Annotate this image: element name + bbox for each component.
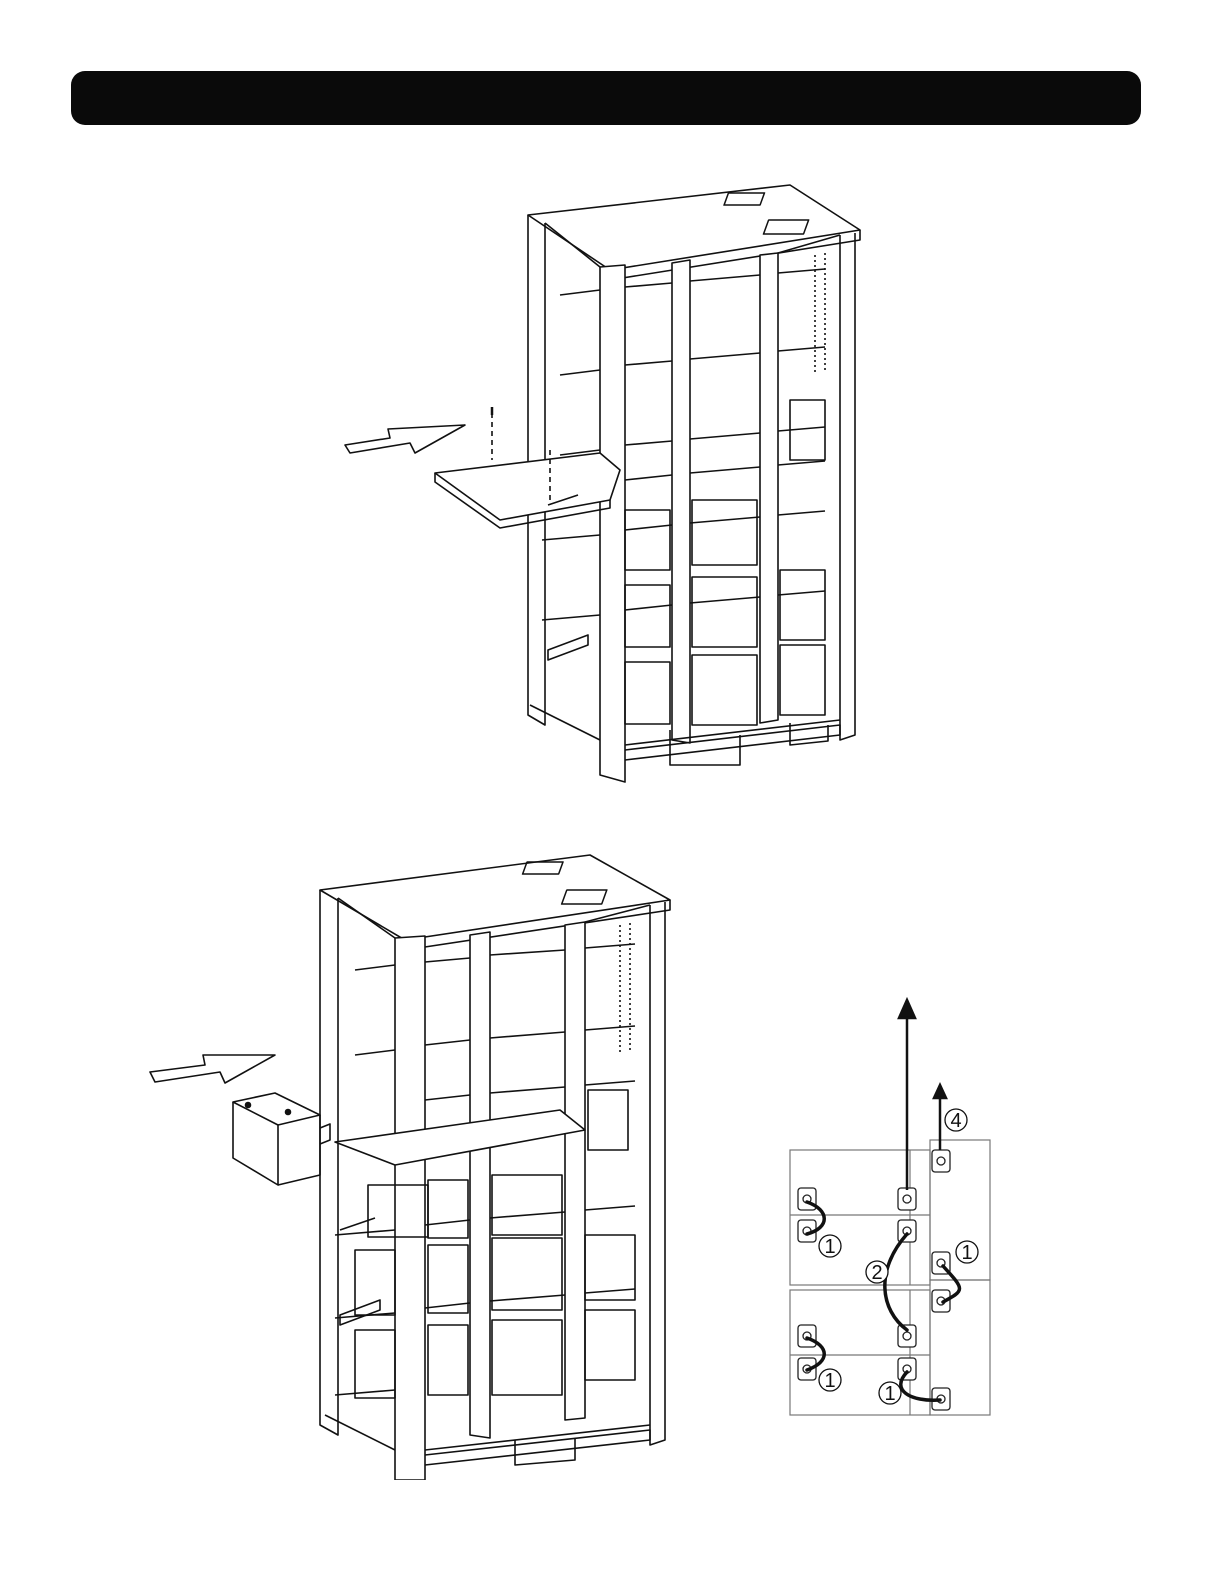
- callout-1-label: 1: [824, 1370, 835, 1392]
- callout-1-label: 1: [824, 1236, 835, 1258]
- callout-1-label: 1: [884, 1383, 895, 1405]
- insert-arrow-icon: [150, 1055, 275, 1083]
- battery-wiring-detail: 1 1 1 1 2 4: [760, 990, 1010, 1430]
- callout-2-label: 2: [871, 1262, 882, 1284]
- cabinet-shelf-diagram: [320, 175, 880, 790]
- callout-4-label: 4: [950, 1110, 961, 1132]
- cabinet-battery-diagram: [130, 840, 690, 1480]
- insert-arrow-icon: [345, 425, 465, 453]
- section-header-bar: [71, 71, 1141, 125]
- callout-1-label: 1: [961, 1242, 972, 1264]
